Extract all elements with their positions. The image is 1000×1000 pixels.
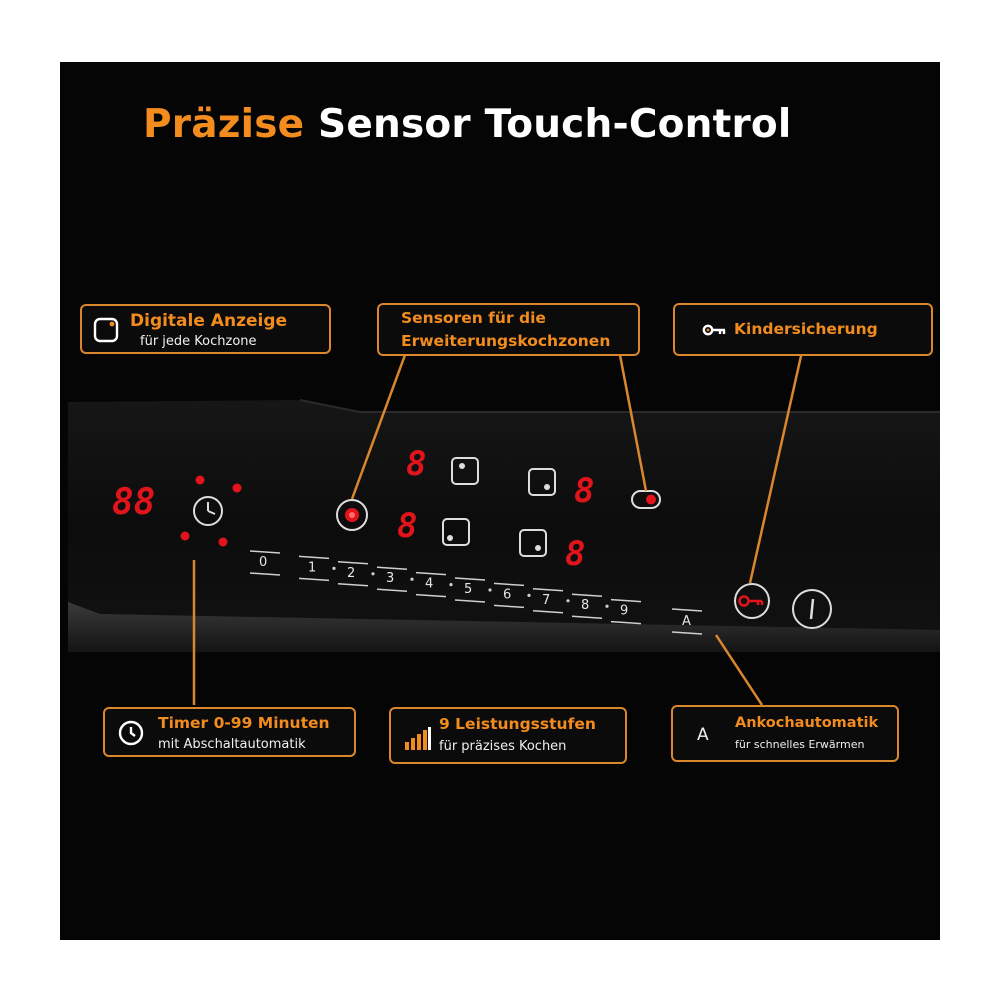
callout-timer: Timer 0-99 Minuten mit Abschaltautomatik: [103, 707, 356, 757]
slider-mark-top: [298, 555, 330, 560]
zone-display-front-right: 8: [565, 534, 585, 574]
slider-mark-top: [337, 561, 369, 565]
slider-mark-bottom: [532, 610, 564, 614]
zone-key-rear-left[interactable]: [451, 457, 479, 485]
slider-mark-bottom: [376, 588, 408, 592]
slider-level-label[interactable]: 9: [620, 604, 628, 619]
slider-mark-top: [532, 588, 564, 592]
slider-mark-bottom: [249, 572, 281, 576]
timer-clock-icon: [193, 496, 223, 526]
timer-led: [218, 537, 228, 547]
slider-level-label[interactable]: 0: [259, 555, 267, 570]
connector-sensors-right: [618, 354, 648, 492]
timer-display: 88: [112, 482, 155, 523]
slider-level-label[interactable]: 8: [581, 598, 589, 613]
title-accent: Präzise: [143, 102, 305, 147]
power-button[interactable]: [792, 589, 832, 629]
callout-title: Digitale Anzeige: [130, 311, 288, 331]
title-rest: Sensor Touch-Control: [304, 102, 792, 147]
callout-title-line2: Erweiterungskochzonen: [401, 332, 611, 350]
slider-dot: [488, 588, 492, 592]
slider-dot: [449, 583, 453, 587]
auto-badge: A: [697, 725, 709, 745]
slider-level-label[interactable]: 2: [347, 566, 355, 581]
slider-level-label[interactable]: 6: [503, 587, 511, 602]
callout-title-line1: Sensoren für die: [401, 309, 546, 327]
callout-digital-display: Digitale Anzeige für jede Kochzone: [80, 304, 331, 354]
product-stage: Präzise Sensor Touch-Control 88: [60, 62, 940, 940]
slider-mark-top: [493, 582, 525, 587]
slider-mark-top: [415, 571, 447, 576]
callout-title: Ankochautomatik: [735, 715, 879, 731]
key-icon: [738, 595, 750, 607]
slider-mark-top: [610, 598, 642, 603]
power-icon: [809, 598, 815, 620]
connector-sensors-left: [350, 354, 407, 500]
slider-level-label[interactable]: 4: [425, 577, 433, 592]
auto-key-mark-bottom: [671, 631, 703, 635]
slider-mark-bottom: [571, 615, 603, 619]
callout-subtitle: mit Abschaltautomatik: [158, 737, 306, 752]
slider-dot: [605, 604, 609, 608]
slider-mark-bottom: [493, 604, 525, 609]
slider-mark-bottom: [610, 620, 642, 625]
slider-mark-bottom: [298, 577, 330, 582]
slider-dot: [371, 572, 375, 576]
connector-auto: [714, 634, 764, 706]
slider-mark-bottom: [415, 593, 447, 598]
slider-level-label[interactable]: 5: [464, 582, 472, 597]
connector-childlock: [748, 355, 803, 584]
slider-mark-top: [249, 550, 281, 554]
auto-key-label[interactable]: A: [682, 614, 691, 629]
display-icon: [93, 317, 119, 343]
key-icon: [702, 324, 726, 336]
callout-subtitle: für jede Kochzone: [140, 334, 257, 349]
child-lock-button[interactable]: [734, 583, 770, 619]
slider-level-label[interactable]: 1: [308, 560, 316, 575]
slider-dot: [527, 593, 531, 598]
callout-child-lock: Kindersicherung: [673, 303, 933, 356]
slider-mark-top: [376, 566, 408, 570]
zone-key-rear-right[interactable]: [528, 468, 556, 496]
zone-key-front-right[interactable]: [519, 529, 547, 557]
callout-subtitle: für präzises Kochen: [439, 739, 567, 754]
glass-panel: [68, 399, 940, 652]
cooktop-control-panel: 88 8 8 8 8: [68, 354, 940, 706]
timer-led: [180, 531, 190, 541]
timer-led: [232, 483, 242, 493]
slider-mark-top: [454, 577, 486, 581]
power-level-slider[interactable]: 0 1 2 3 4 5 6 7 8 9A: [249, 550, 703, 635]
timer-knob[interactable]: [180, 475, 242, 547]
slider-dot: [566, 599, 570, 603]
slider-level-label[interactable]: 3: [386, 571, 394, 586]
zone-display-rear-left: 8: [406, 444, 426, 484]
callout-subtitle: für schnelles Erwärmen: [735, 738, 865, 751]
callout-title: Kindersicherung: [734, 320, 878, 338]
zone-display-rear-right: 8: [574, 471, 594, 511]
slider-dot: [410, 577, 414, 581]
callout-auto-heat: A Ankochautomatik für schnelles Erwärmen: [671, 705, 899, 762]
callout-title: Timer 0-99 Minuten: [158, 714, 330, 732]
callout-title: 9 Leistungsstufen: [439, 715, 596, 733]
signal-bars-icon: [405, 727, 431, 750]
callout-power-levels: 9 Leistungsstufen für präzises Kochen: [389, 707, 627, 764]
callout-extension-sensors: Sensoren für die Erweiterungskochzonen: [377, 303, 640, 356]
slider-level-label[interactable]: 7: [542, 593, 550, 608]
slider-mark-bottom: [337, 583, 369, 587]
clock-icon: [118, 720, 144, 746]
slider-mark-top: [571, 593, 603, 597]
slider-mark-bottom: [454, 599, 486, 603]
page-title: Präzise Sensor Touch-Control: [143, 102, 791, 147]
timer-led: [195, 475, 205, 485]
auto-key-mark-top: [671, 608, 703, 612]
zone-key-front-left[interactable]: [442, 518, 470, 546]
zone-display-front-left: 8: [397, 506, 417, 546]
extension-sensor-left[interactable]: [336, 499, 368, 531]
slider-dot: [332, 566, 336, 570]
